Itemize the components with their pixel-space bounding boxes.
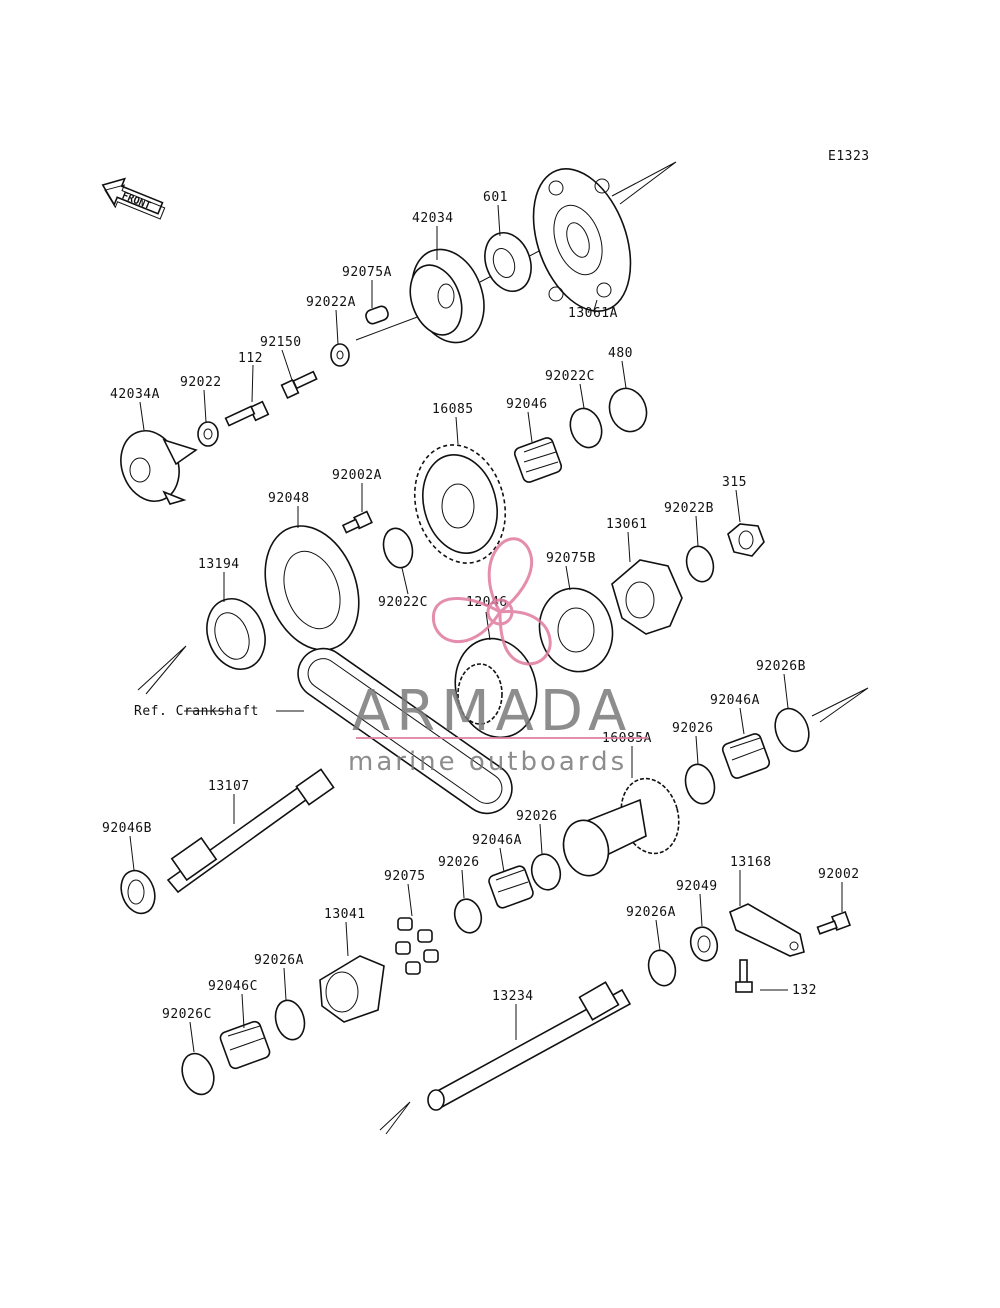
- part-601-bearing: [484, 232, 532, 292]
- label-42034: 42034: [412, 211, 454, 226]
- label-92022B: 92022B: [664, 501, 714, 516]
- part-92046B-seal: [120, 869, 156, 915]
- propeller-logo-icon: [431, 537, 552, 666]
- part-92075-dampers: [395, 917, 439, 975]
- label-13194: 13194: [198, 557, 240, 572]
- label-16085: 16085: [432, 402, 474, 417]
- part-92002-bolt: [816, 911, 851, 935]
- label-92026C-c: 92026C: [162, 1007, 212, 1022]
- watermark: ARMADA marine outboards: [348, 537, 648, 777]
- part-13194-seal: [206, 598, 266, 670]
- part-92046C-needle-bearing: [219, 1020, 271, 1070]
- watermark-tagline: marine outboards: [348, 747, 627, 777]
- front-arrow-icon: FRONT: [101, 177, 166, 220]
- part-92022-washer: [197, 421, 219, 447]
- part-92026-ring-c: [453, 898, 483, 934]
- label-92046A-b: 92046A: [472, 833, 522, 848]
- label-ref-crankshaft: Ref. Crankshaft: [134, 704, 259, 719]
- part-92026A-ring-b: [274, 999, 306, 1041]
- part-92075B-damper: [538, 587, 614, 673]
- leader-lines: [129, 204, 843, 1053]
- part-92022C-ring-b: [382, 527, 414, 569]
- label-92002: 92002: [818, 867, 860, 882]
- label-132: 132: [792, 983, 817, 998]
- label-42034A: 42034A: [110, 387, 160, 402]
- label-92026A-b: 92026A: [254, 953, 304, 968]
- label-92046C: 92046C: [208, 979, 258, 994]
- part-16085-sprocket: [413, 444, 507, 564]
- label-92002A: 92002A: [332, 468, 382, 483]
- diagram-code: E1323: [828, 149, 870, 164]
- label-92046A-a: 92046A: [710, 693, 760, 708]
- label-92026-b: 92026: [516, 809, 558, 824]
- label-13107: 13107: [208, 779, 250, 794]
- label-13061: 13061: [606, 517, 648, 532]
- part-92026-ring-a: [684, 763, 716, 805]
- part-92026-ring-b: [530, 853, 562, 891]
- label-92026-a: 92026: [672, 721, 714, 736]
- watermark-brand: ARMADA: [352, 679, 632, 744]
- label-601: 601: [483, 190, 508, 205]
- part-92022A-washer: [330, 343, 350, 367]
- part-13107-shaft: [166, 768, 335, 894]
- label-92026B: 92026B: [756, 659, 806, 674]
- label-13061A: 13061A: [568, 306, 618, 321]
- part-92049-collar: [689, 926, 719, 962]
- part-92075A-damper: [365, 305, 389, 325]
- label-92022C-b: 92022C: [378, 595, 428, 610]
- part-13234-shaft: [427, 981, 632, 1111]
- part-92046A-needle-bearing: [721, 733, 771, 779]
- direction-arrow-icon: [137, 161, 869, 1135]
- label-92022: 92022: [180, 375, 222, 390]
- part-92022B-ring: [685, 545, 715, 583]
- part-chain: [297, 647, 513, 815]
- part-13168-lever: [729, 903, 805, 957]
- part-13061-hub: [611, 559, 683, 635]
- part-13061A-flange: [532, 168, 632, 312]
- part-132-bolt: [735, 959, 753, 993]
- part-16085A-gear: [562, 777, 680, 877]
- label-315: 315: [722, 475, 747, 490]
- label-92075: 92075: [384, 869, 426, 884]
- label-92048: 92048: [268, 491, 310, 506]
- label-92075A: 92075A: [342, 265, 392, 280]
- part-92048-plate: [264, 525, 360, 651]
- part-13041-hub: [319, 955, 385, 1023]
- label-92022C-a: 92022C: [545, 369, 595, 384]
- label-13234: 13234: [492, 989, 534, 1004]
- label-92150: 92150: [260, 335, 302, 350]
- label-12046: 12046: [466, 595, 508, 610]
- label-92046: 92046: [506, 397, 548, 412]
- label-92026A-a: 92026A: [626, 905, 676, 920]
- part-42034A-sheave: [120, 430, 198, 505]
- part-92026A-ring-a: [647, 949, 677, 987]
- part-92026B-ring: [774, 707, 810, 753]
- part-92046-needle-bearing: [513, 437, 563, 483]
- label-13041: 13041: [324, 907, 366, 922]
- part-112-bolt: [224, 400, 270, 427]
- part-92150-bolt: [280, 370, 318, 399]
- label-92022A: 92022A: [306, 295, 356, 310]
- part-480-circlip: [608, 387, 648, 433]
- part-42034-clutch: [409, 248, 485, 344]
- label-92046B: 92046B: [102, 821, 152, 836]
- label-92075B: 92075B: [546, 551, 596, 566]
- part-92002A-bolt: [341, 510, 373, 534]
- label-112: 112: [238, 351, 263, 366]
- label-92049: 92049: [676, 879, 718, 894]
- part-12046-sprocket: [454, 637, 538, 739]
- part-92022C-ring: [569, 407, 603, 449]
- label-13168: 13168: [730, 855, 772, 870]
- part-315-nut: [727, 523, 765, 557]
- label-480: 480: [608, 346, 633, 361]
- part-92026C-ring-c: [181, 1052, 215, 1096]
- part-92046A-needle-bearing-b: [488, 865, 534, 909]
- label-92026-c: 92026: [438, 855, 480, 870]
